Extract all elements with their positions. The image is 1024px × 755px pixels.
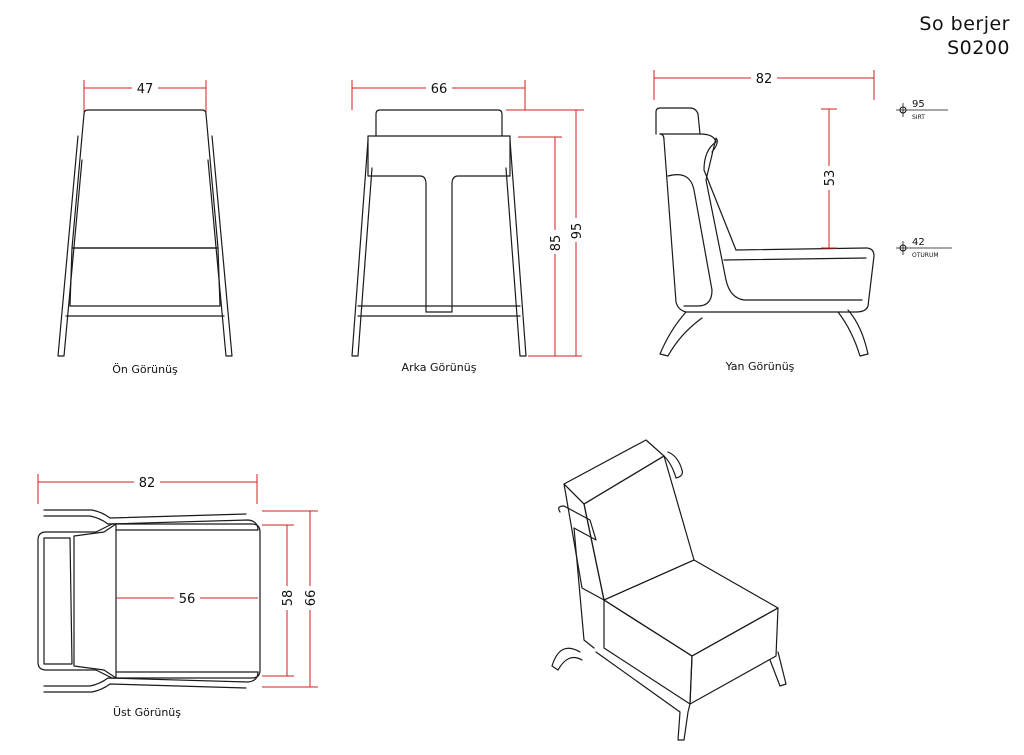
seat-width-label-bg: [174, 589, 200, 605]
front-right-frame: [207, 135, 233, 357]
seat-level-marker: 42 OTURUM: [896, 237, 952, 259]
total-depth-label-bg: [302, 586, 318, 610]
iso-front-left-leg: [551, 647, 583, 671]
top-upper-frame: [43, 515, 259, 531]
side-inner-frame: [705, 137, 863, 301]
side-outer-frame: [659, 133, 875, 313]
back-view: 66 85 95 Arka Görünüş: [351, 79, 585, 374]
seat-height-label: 85: [549, 235, 564, 252]
side-depth-label: 82: [756, 72, 773, 87]
front-width-label-bg: [132, 79, 158, 95]
side-caption: Yan Görünüş: [725, 360, 795, 373]
product-title: So berjer S0200: [919, 12, 1010, 60]
top-upper-rail: [43, 509, 247, 519]
iso-back-top: [563, 439, 665, 505]
seat-width-label: 56: [179, 592, 196, 607]
back-caption: Arka Görünüş: [402, 361, 477, 374]
back-width-label: 66: [431, 82, 448, 97]
side-view: 82 53 Yan Görünüş: [653, 69, 875, 373]
iso-right-frame-top: [663, 451, 683, 479]
back-right-leg: [505, 139, 527, 357]
back-top-cushion: [375, 109, 503, 137]
front-caption: Ön Görünüş: [112, 363, 178, 376]
iso-front-right-leg: [595, 651, 691, 741]
back-level-marker: 95 SIRT: [896, 99, 948, 121]
back-height-label-bg: [821, 166, 837, 190]
iso-seat-top: [603, 559, 779, 657]
iso-rear-leg: [769, 651, 787, 687]
top-back-cushion: [73, 523, 117, 679]
side-headrest: [655, 107, 701, 135]
front-back-cushion: [71, 109, 219, 249]
side-arm-curve: [667, 174, 713, 307]
top-width-label-bg: [134, 473, 160, 489]
side-rear-leg: [837, 309, 869, 357]
back-level-value: 95: [912, 99, 925, 110]
back-level-label: SIRT: [912, 114, 925, 121]
seat-level-value: 42: [912, 237, 925, 248]
level-markers: 95 SIRT 42 OTURUM: [896, 99, 952, 259]
top-view: 82 56 58 66 Üst Görünüş: [37, 473, 319, 719]
front-left-frame: [57, 135, 83, 357]
iso-seat-front: [689, 607, 779, 705]
iso-left-frame: [558, 505, 597, 649]
isometric-view: [551, 439, 787, 741]
side-front-leg: [659, 311, 703, 357]
back-height-label: 53: [823, 170, 838, 187]
front-width-label: 47: [137, 82, 154, 97]
top-back-rest: [43, 537, 73, 665]
back-width-label-bg: [426, 79, 452, 95]
total-depth-label: 66: [304, 590, 319, 607]
product-code: S0200: [947, 37, 1010, 59]
product-name: So berjer: [919, 13, 1010, 35]
front-view: 47 Ön Görünüş: [57, 79, 233, 376]
top-lower-frame: [43, 671, 259, 687]
top-outline: [37, 523, 261, 679]
iso-seat-side: [603, 599, 693, 705]
top-lower-rail: [43, 683, 247, 693]
inner-depth-label: 58: [281, 590, 296, 607]
back-left-leg: [351, 139, 373, 357]
total-height-label-bg: [568, 218, 584, 242]
inner-depth-label-bg: [279, 586, 295, 610]
seat-height-label-bg: [547, 230, 563, 254]
front-seat: [69, 247, 221, 307]
total-height-label: 95: [570, 223, 585, 240]
side-seat-line: [723, 257, 867, 261]
back-t-panel: [367, 135, 511, 313]
side-depth-label-bg: [751, 69, 777, 85]
top-caption: Üst Görünüş: [113, 706, 181, 719]
seat-level-label: OTURUM: [912, 252, 939, 259]
iso-back-side: [563, 483, 605, 601]
top-width-label: 82: [139, 476, 156, 491]
side-back-cushion: [659, 133, 737, 251]
